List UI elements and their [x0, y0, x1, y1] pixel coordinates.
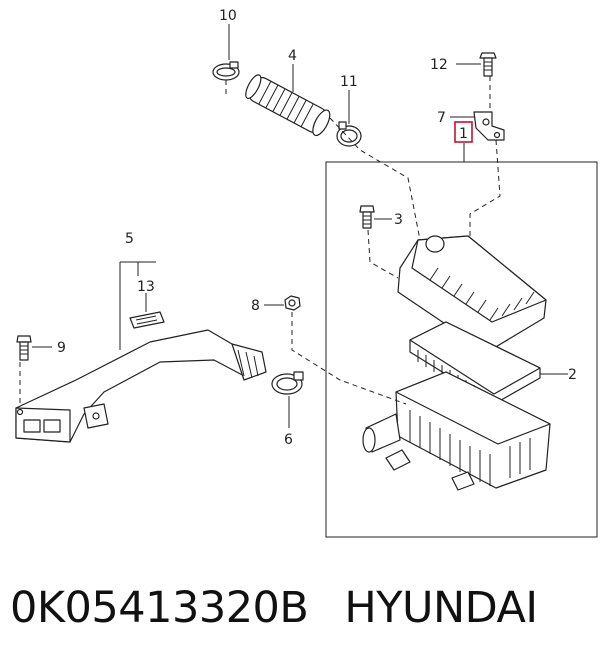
callout-7: 7: [437, 110, 446, 126]
highlight-box: [454, 121, 473, 143]
callout-11: 11: [340, 74, 358, 90]
clamp-6-part: [271, 371, 304, 395]
bracket-7-part: [473, 111, 505, 141]
air-cleaner-cover-part: [397, 235, 547, 357]
part-number: 0K05413320B: [10, 583, 309, 633]
label-13-part: [129, 311, 165, 329]
callout-6: 6: [284, 432, 293, 448]
bolt-12-part: [479, 52, 497, 77]
callout-5: 5: [125, 231, 134, 247]
callout-10: 10: [219, 8, 237, 24]
callout-1: 1: [459, 126, 468, 142]
callout-13: 13: [137, 279, 155, 295]
callout-3: 3: [394, 212, 403, 228]
callout-12: 12: [430, 57, 448, 73]
callout-4: 4: [288, 48, 297, 64]
nut-8-part: [284, 295, 301, 311]
footer-caption: 0K05413320B HYUNDAI: [10, 568, 600, 648]
assembly-frame: [325, 161, 598, 538]
brand-name: HYUNDAI: [344, 583, 538, 633]
clamp-10-part: [212, 61, 240, 81]
parts-diagram: 10 4 11 12 7 1 3 5 13 8 9 2 6: [15, 8, 598, 538]
intake-duct-4-part: [245, 74, 331, 137]
clamp-11-part: [336, 121, 362, 147]
resonator-5-part: [15, 329, 267, 443]
air-cleaner-case-part: [362, 371, 551, 491]
bolt-3-part: [359, 205, 375, 229]
callout-9: 9: [57, 340, 66, 356]
bolt-9-part: [16, 335, 32, 361]
callout-2: 2: [568, 367, 577, 383]
callout-8: 8: [251, 298, 260, 314]
